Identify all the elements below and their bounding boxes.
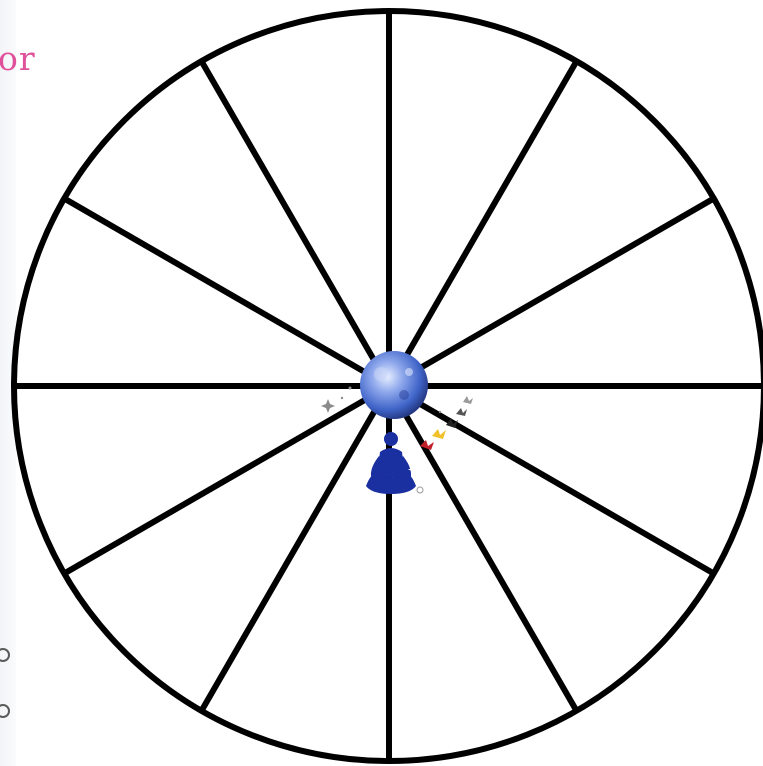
full-moon-icon (360, 351, 428, 419)
